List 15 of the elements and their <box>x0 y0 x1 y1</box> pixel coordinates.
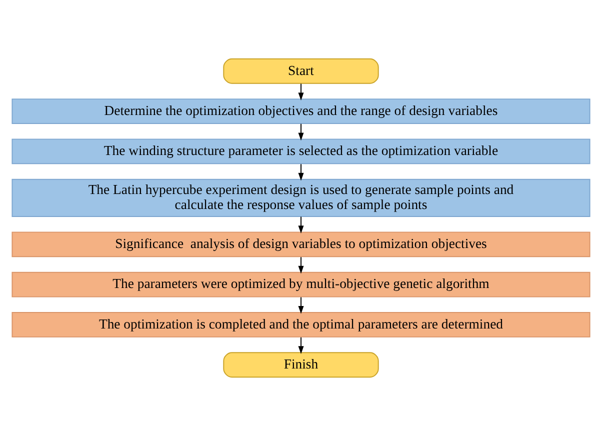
arrow <box>298 296 304 314</box>
node-box: Finish <box>223 352 379 378</box>
arrow <box>298 83 304 100</box>
arrow <box>298 164 304 181</box>
node-box: Determine the optimization objectives and the range of design variables <box>12 98 590 124</box>
node-box: Start <box>223 58 379 84</box>
node-box: The optimization is completed and the optimal parameters are determined <box>12 312 590 338</box>
arrow <box>298 256 304 274</box>
arrow <box>298 336 304 354</box>
node-box: Significance analysis of design variables to optimization objectives <box>12 232 590 258</box>
arrow <box>298 123 304 141</box>
node-box: The winding structure parameter is selected as the optimization variable <box>12 138 590 164</box>
node-box: The Latin hypercube experiment design is used to generate sample points and calculate the response values of sample points <box>12 178 590 218</box>
arrow <box>298 216 304 234</box>
node-box: The parameters were optimized by multi-objective genetic algorithm <box>12 272 590 298</box>
